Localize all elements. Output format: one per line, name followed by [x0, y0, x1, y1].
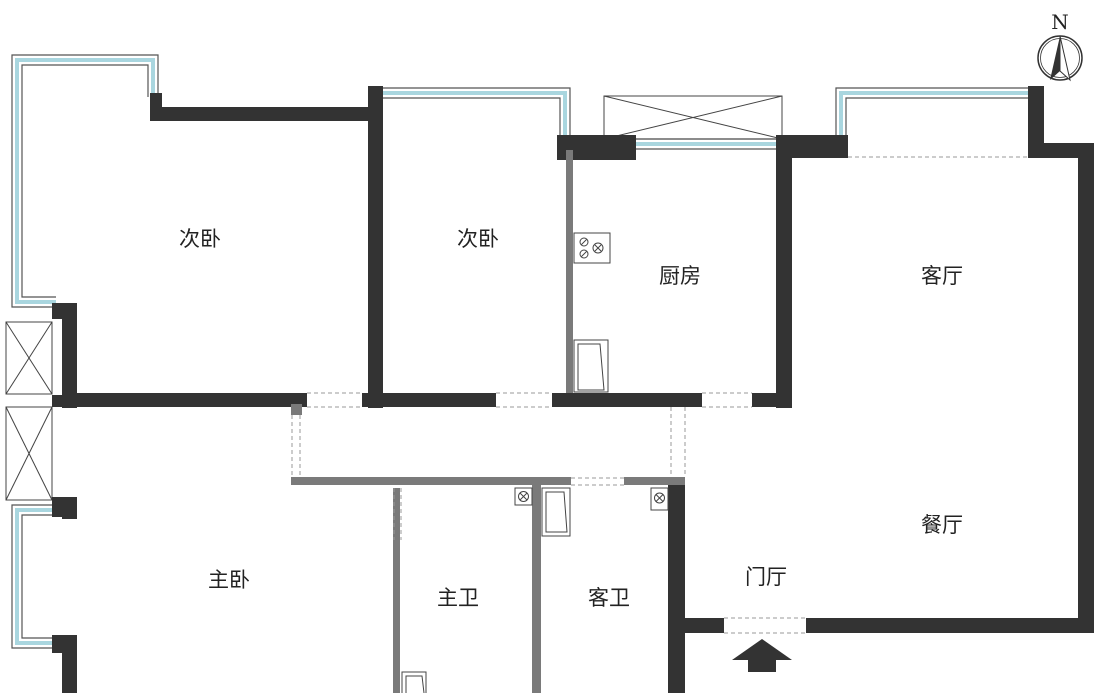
room-label-dining-room: 餐厅 — [921, 513, 963, 537]
room-label-bedroom-nw: 次卧 — [179, 227, 221, 251]
sink-icon — [401, 671, 427, 693]
partition-walls — [291, 150, 685, 693]
room-labels: 次卧 次卧 厨房 客厅 餐厅 主卧 主卫 客卫 门厅 — [179, 227, 963, 610]
sink-icon — [541, 487, 571, 537]
room-label-bedroom-n: 次卧 — [457, 227, 499, 251]
entrance-arrow-icon — [732, 639, 792, 672]
floor-drain-icon — [650, 487, 669, 511]
floor-drain-icon — [514, 487, 533, 506]
stove-icon — [573, 232, 611, 264]
window-glazing — [11, 54, 1030, 649]
room-label-guest-bath: 客卫 — [588, 586, 630, 610]
sink-icon — [573, 339, 609, 393]
room-label-master-bath: 主卫 — [437, 586, 479, 610]
door-openings — [291, 156, 1028, 634]
ac-unit-boxes — [5, 95, 783, 501]
north-label: N — [1051, 10, 1069, 34]
room-label-master-bedroom: 主卧 — [208, 568, 250, 592]
bearing-walls — [52, 86, 1094, 693]
room-label-foyer: 门厅 — [745, 565, 787, 589]
room-label-kitchen: 厨房 — [659, 264, 701, 288]
compass-icon: N — [1037, 10, 1083, 82]
room-label-living-room: 客厅 — [921, 264, 963, 288]
